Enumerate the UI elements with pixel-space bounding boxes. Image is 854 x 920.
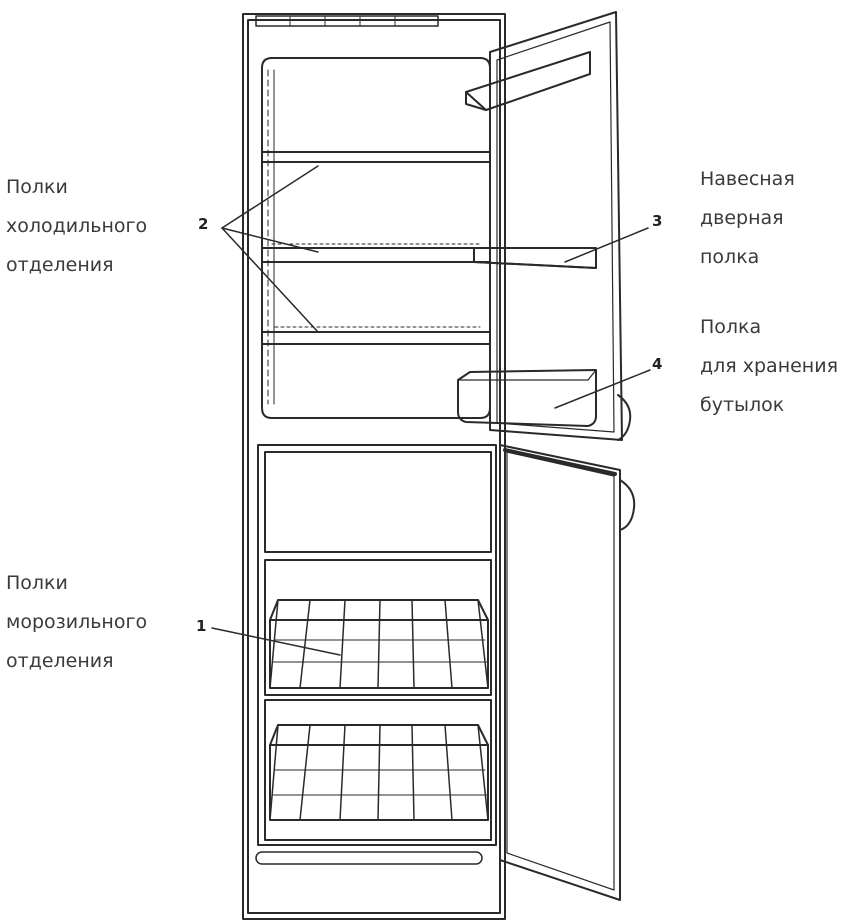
label-line: дверная (700, 207, 784, 229)
bottle-shelf (457, 369, 597, 427)
callout-1: 1 (196, 617, 207, 635)
door-shelf (473, 247, 597, 269)
fridge-shelf-bottom (261, 326, 491, 345)
freezer-basket-lower (269, 724, 489, 821)
label-line: отделения (6, 254, 114, 276)
callout-2: 2 (198, 215, 209, 233)
label-line: Полки (6, 572, 68, 594)
label-line: полка (700, 246, 760, 268)
label-line: холодильного (6, 215, 148, 237)
label-line: для хранения (700, 355, 839, 377)
label-line: бутылок (700, 394, 785, 416)
label-line: Полка (700, 316, 762, 338)
freezer-compartment (257, 444, 497, 846)
fridge-door (465, 11, 632, 441)
freezer-door (499, 444, 636, 901)
leader-lines (211, 165, 651, 656)
fridge-compartment (261, 57, 491, 419)
label-line: Полки (6, 176, 68, 198)
callout-3: 3 (652, 212, 663, 230)
label-line: Навесная (700, 168, 795, 190)
label-bottle-shelf: Полка для хранения бутылок (700, 308, 838, 425)
freezer-basket-upper (269, 599, 489, 689)
cabinet-body (242, 13, 506, 920)
label-fridge-shelves: Полки холодильного отделения (6, 168, 147, 285)
callout-4: 4 (652, 355, 663, 373)
label-door-shelf: Навесная дверная полка (700, 160, 795, 277)
label-freezer-shelves: Полки морозильного отделения (6, 564, 147, 681)
label-line: отделения (6, 650, 114, 672)
fridge-shelf-top (261, 151, 491, 163)
label-line: морозильного (6, 611, 148, 633)
